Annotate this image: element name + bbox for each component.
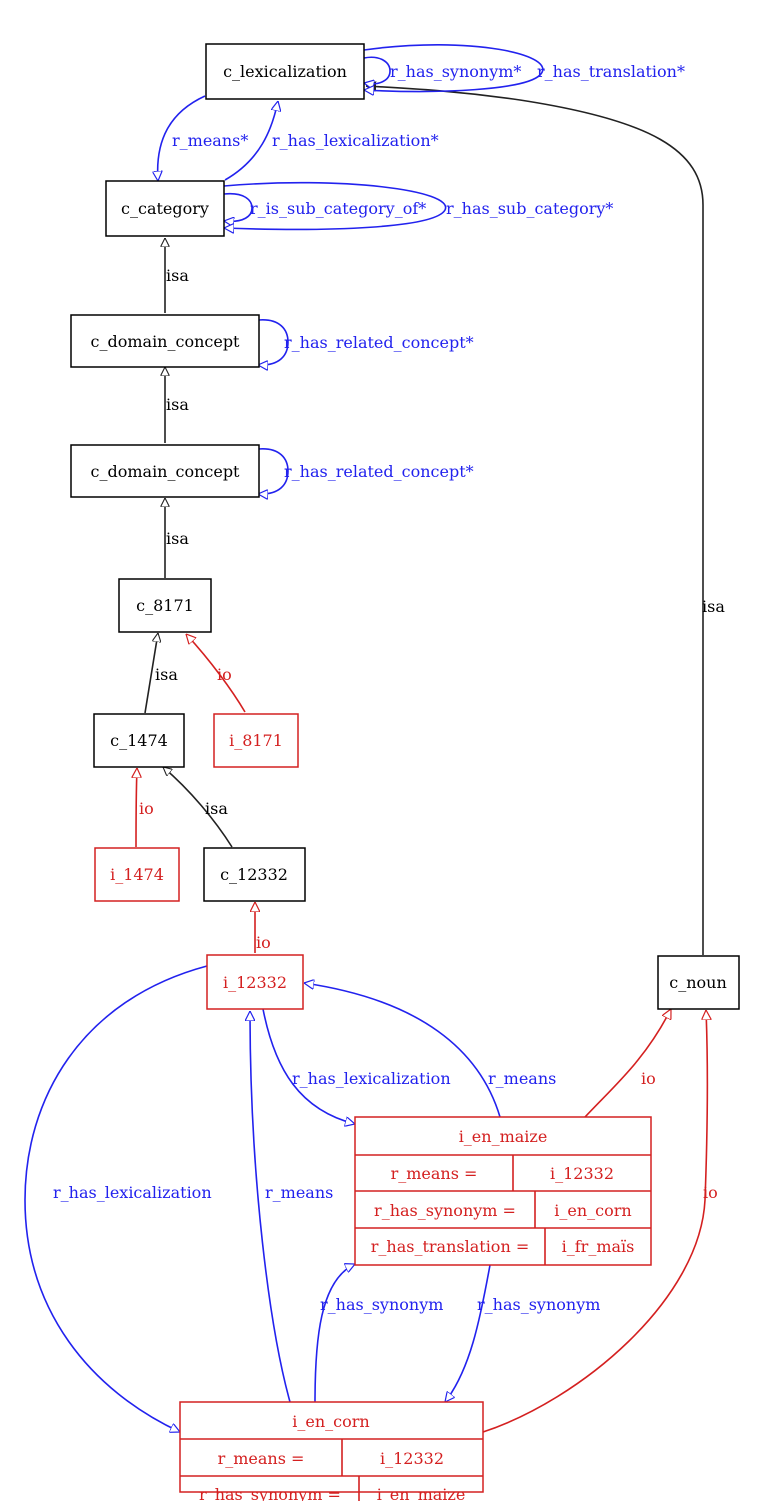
node-i-8171[interactable]: i_8171: [213, 713, 299, 768]
record-key: r_means =: [218, 1449, 305, 1468]
edge-label-lex-self-translation: r_has_translation*: [537, 62, 685, 81]
node-c-domain-concept-2[interactable]: c_domain_concept: [70, 444, 260, 498]
edge-label-i12332-has-lex-maize: r_has_lexicalization: [292, 1069, 451, 1088]
edge-maize-has-synonym: [445, 1264, 491, 1402]
edge-lex-means: [158, 95, 206, 181]
node-label: c_8171: [136, 596, 194, 615]
edge-label-corn-io: io: [703, 1183, 718, 1202]
node-label: i_1474: [110, 865, 164, 884]
edge-label-c12332-isa: isa: [205, 799, 228, 818]
edge-label-i12332-has-lex-corn: r_has_lexicalization: [53, 1183, 212, 1202]
node-label: i_8171: [229, 731, 283, 750]
edge-label-cat-self-has-sub: r_has_sub_category*: [446, 199, 613, 218]
node-c-noun[interactable]: c_noun: [657, 955, 740, 1010]
edge-lex-self-synonym: [364, 56, 391, 83]
edge-label-cat-has-lex: r_has_lexicalization*: [272, 131, 439, 150]
node-label: i_12332: [223, 973, 287, 992]
edge-corn-io: [482, 1010, 707, 1433]
record-key: r_has_translation =: [371, 1237, 529, 1256]
record-value: i_en_corn: [554, 1201, 631, 1220]
edge-label-i12332-io: io: [256, 933, 271, 952]
record-value: i_en_maize: [377, 1485, 466, 1501]
edge-label-cnoun-isa: isa: [702, 597, 725, 616]
edge-i1474-io: [136, 768, 137, 848]
node-label: c_domain_concept: [91, 332, 241, 351]
node-label: c_domain_concept: [91, 462, 241, 481]
node-label: c_1474: [110, 731, 168, 750]
edge-c1474-isa: [144, 633, 158, 714]
edge-c12332-isa: [163, 767, 233, 848]
node-c-1474[interactable]: c_1474: [93, 713, 185, 768]
node-c-domain-concept-1[interactable]: c_domain_concept: [70, 314, 260, 368]
edge-label-lex-self-synonym: r_has_synonym*: [390, 62, 521, 81]
node-c-12332[interactable]: c_12332: [203, 847, 306, 902]
edge-label-dc2-self-related: r_has_related_concept*: [284, 462, 474, 481]
edge-cat-has-lex: [224, 101, 278, 181]
edge-label-corn-has-synonym: r_has_synonym: [320, 1295, 443, 1314]
node-c-category[interactable]: c_category: [105, 180, 225, 237]
edge-label-i1474-io: io: [139, 799, 154, 818]
edge-dc1-self-related: [258, 319, 289, 365]
record-value: i_12332: [380, 1449, 444, 1468]
record-title: i_en_maize: [459, 1127, 548, 1146]
edge-cat-self-has-sub: [224, 181, 447, 230]
edge-corn-means: [250, 1011, 291, 1403]
record-key: r_has_synonym =: [374, 1201, 516, 1220]
edge-label-c1474-isa: isa: [155, 665, 178, 684]
node-c-8171[interactable]: c_8171: [118, 578, 212, 633]
edge-label-cat-self-sub-of: r_is_sub_category_of*: [250, 199, 426, 218]
record-i-en-corn[interactable]: i_en_corn r_means = i_12332 r_has_synony…: [179, 1401, 484, 1501]
edge-lex-self-translation: [364, 43, 544, 92]
edge-label-corn-means: r_means: [265, 1183, 333, 1202]
node-label: c_category: [121, 199, 209, 218]
record-key: r_has_synonym =: [199, 1485, 341, 1501]
edge-label-dc1-isa: isa: [166, 266, 189, 285]
edge-i12332-has-lex-maize: [262, 1008, 355, 1124]
edge-label-c8171-isa: isa: [166, 529, 189, 548]
edge-maize-means: [304, 983, 501, 1118]
node-label: c_12332: [220, 865, 288, 884]
edge-dc2-self-related: [258, 448, 289, 494]
edge-label-dc2-isa: isa: [166, 395, 189, 414]
record-key: r_means =: [391, 1164, 478, 1183]
node-c-lexicalization[interactable]: c_lexicalization: [205, 43, 365, 100]
edge-label-maize-means: r_means: [488, 1069, 556, 1088]
edge-label-lex-means: r_means*: [172, 131, 248, 150]
record-value: i_12332: [550, 1164, 614, 1183]
node-label: c_noun: [669, 973, 727, 992]
edge-label-maize-has-synonym: r_has_synonym: [477, 1295, 600, 1314]
record-value: i_fr_maïs: [562, 1237, 635, 1256]
record-i-en-maize[interactable]: i_en_maize r_means = i_12332 r_has_synon…: [354, 1116, 652, 1266]
edge-corn-has-synonym: [314, 1264, 355, 1403]
edge-i8171-io: [186, 634, 246, 713]
edge-maize-io: [584, 1009, 672, 1118]
edge-label-dc1-self-related: r_has_related_concept*: [284, 333, 474, 352]
edge-i12332-has-lex-corn: [24, 965, 208, 1432]
node-i-1474[interactable]: i_1474: [94, 847, 180, 902]
edge-label-maize-io: io: [641, 1069, 656, 1088]
edge-label-i8171-io: io: [217, 665, 232, 684]
edge-cnoun-isa: [366, 86, 704, 955]
edge-cat-self-sub-of: [224, 192, 253, 222]
node-label: c_lexicalization: [223, 62, 347, 81]
record-title: i_en_corn: [292, 1412, 369, 1431]
node-i-12332[interactable]: i_12332: [206, 954, 304, 1010]
